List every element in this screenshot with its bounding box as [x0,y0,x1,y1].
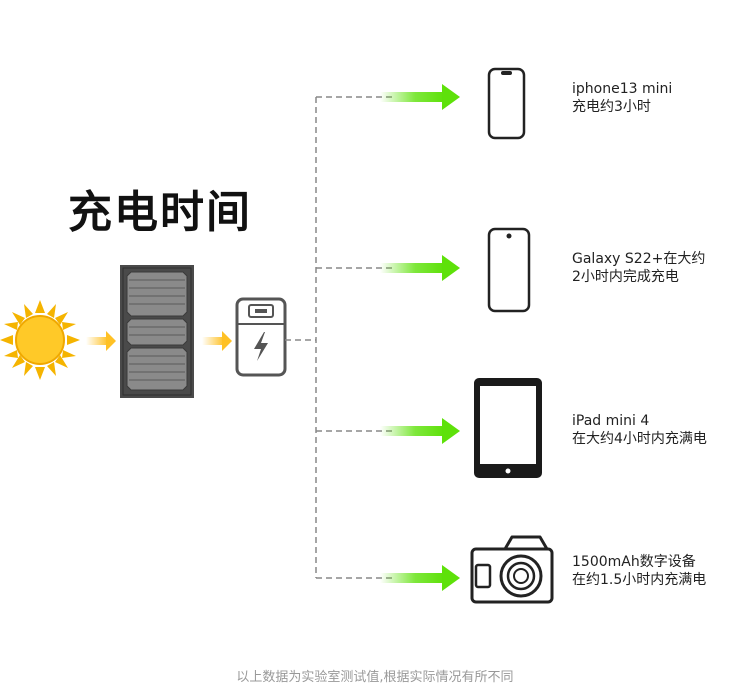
connector-lines [285,96,395,579]
solar-panel-icon [120,265,194,398]
tablet-icon [474,378,542,478]
disclaimer-note: 以上数据为实验室测试值,根据实际情况有所不同 [236,670,514,685]
device-info-galaxy: Galaxy S22+在大约 2小时内完成充电 [572,250,705,286]
device-info-iphone: iphone13 mini 充电约3小时 [572,80,672,116]
charge-time: 2小时内完成充电 [572,269,679,285]
page-title: 充电时间 [68,187,252,238]
charge-time: 充电约3小时 [572,99,651,115]
device-name: iPad mini 4 [572,413,650,429]
charge-arrow-icon [380,255,460,281]
device-name: 1500mAh数字设备 [572,554,696,570]
power-bank-icon [235,297,287,377]
charge-arrow-icon [380,84,460,110]
charge-arrow-icon [380,418,460,444]
charge-arrow-icon [380,565,460,591]
sun-icon [0,300,80,380]
device-name: iphone13 mini [572,81,673,97]
energy-arrow-icon [86,331,116,351]
smartphone-icon [487,227,531,313]
device-name: Galaxy S22+在大约 [572,251,706,267]
camera-icon [470,535,554,604]
charge-time: 在大约4小时内充满电 [572,431,707,447]
smartphone-icon [487,67,526,140]
device-info-ipad: iPad mini 4 在大约4小时内充满电 [572,412,707,448]
device-info-camera: 1500mAh数字设备 在约1.5小时内充满电 [572,553,706,589]
energy-arrow-icon [202,331,232,351]
charge-time: 在约1.5小时内充满电 [572,572,707,588]
